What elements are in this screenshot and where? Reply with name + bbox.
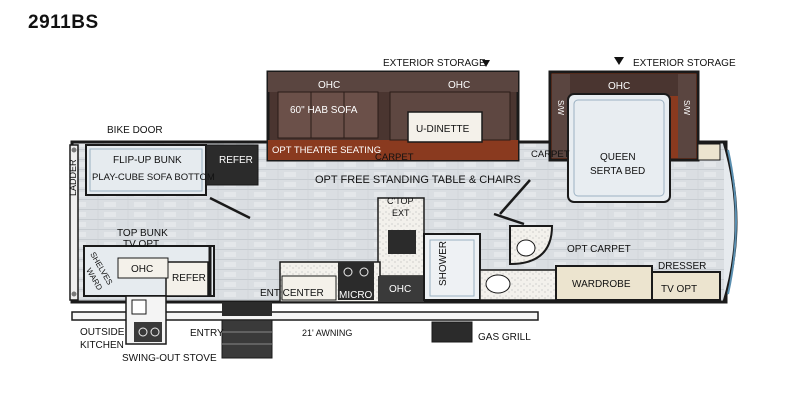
gas-grill-label: GAS GRILL [478,332,531,343]
ohc-label: OHC [131,264,153,275]
flip-up-bunk-label: FLIP-UP BUNK [113,155,182,166]
opt-carpet-label: OPT CARPET [567,244,631,255]
exterior-storage-label: EXTERIOR STORAGE [633,58,736,69]
ohc-label: OHC [318,80,340,91]
top-bunk-tv-label: TV OPT [123,239,159,250]
down-arrow-icon [482,60,490,67]
exterior-features [71,295,539,359]
shirt-wardrobe-label: S/W [682,100,691,116]
exterior-storage-label: EXTERIOR STORAGE [383,58,486,69]
wardrobe-label: WARDROBE [572,279,631,290]
interior-doors [209,179,531,226]
awning-label: 21' AWNING [302,328,352,338]
bedroom-furniture [555,143,721,301]
ohc-label: OHC [448,80,470,91]
queen-bed-label: SERTA BED [590,166,645,177]
hab-sofa-label: 60" HAB SOFA [290,105,358,116]
living-slideout [266,70,520,162]
entry-label: ENTRY [190,328,224,339]
countertop-ext-label: C'TOP [387,196,414,206]
outside-kitchen-label: OUTSIDE [80,327,125,338]
queen-bed [567,93,671,203]
top-bunk-label: TOP BUNK [117,228,168,239]
bike-door-label: BIKE DOOR [107,125,163,136]
u-dinette-label: U-DINETTE [416,124,470,135]
ladder-label: LADDER [68,159,78,196]
model-name: 2911BS [28,12,99,33]
play-cube-sofa-label: PLAY-CUBE SOFA BOTTOM [92,172,215,183]
microwave-label: MICRO [339,290,373,301]
bathroom [423,225,557,301]
ohc-label: OHC [608,81,630,92]
down-arrow-icon [614,57,624,65]
bunk-room [83,144,259,297]
ohc-label: OHC [389,284,411,295]
outside-kitchen-label: KITCHEN [80,340,124,351]
refer-label: REFER [219,155,253,166]
shower-label: SHOWER [438,241,449,286]
kitchen [279,197,425,303]
swing-out-stove-label: SWING-OUT STOVE [122,353,217,364]
refer-label: REFER [172,273,206,284]
queen-bed-label: QUEEN [600,152,636,163]
table-chairs-label: OPT FREE STANDING TABLE & CHAIRS [315,174,521,186]
dresser-label: DRESSER [658,261,706,272]
carpet-label: CARPET [375,152,414,163]
shirt-wardrobe-label: S/W [556,100,565,116]
countertop-ext-label: EXT [392,208,410,218]
tv-opt-label: TV OPT [661,284,697,295]
carpet-label: CARPET [531,149,570,160]
opt-theatre-seating-label: OPT THEATRE SEATING [272,145,381,156]
ent-center-label: ENT CENTER [260,288,324,299]
